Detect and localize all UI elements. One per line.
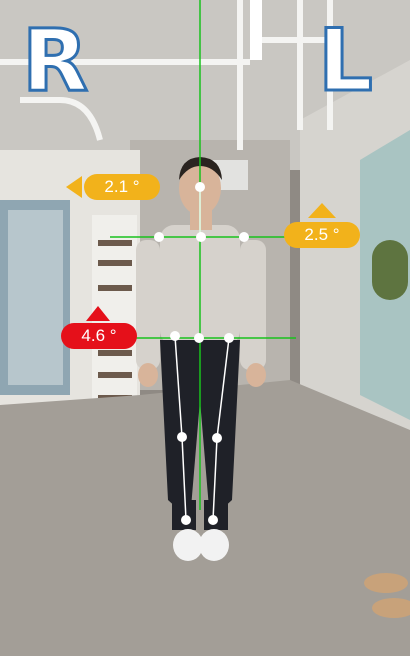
shoulder-tilt-badge: 2.5 ° bbox=[284, 222, 360, 248]
right-leg-line bbox=[174, 335, 187, 521]
landmark-right-shoulder bbox=[154, 232, 164, 242]
landmark-left-ankle bbox=[208, 515, 218, 525]
left-leg-line bbox=[212, 337, 230, 521]
landmark-right-ankle bbox=[181, 515, 191, 525]
arrow-left-icon bbox=[66, 176, 82, 198]
landmark-head bbox=[195, 182, 205, 192]
landmark-left-knee bbox=[212, 433, 222, 443]
head-tilt-badge: 2.1 ° bbox=[84, 174, 160, 200]
pelvis-tilt-badge: 4.6 ° bbox=[61, 323, 137, 349]
landmark-left-hip bbox=[224, 333, 234, 343]
landmark-left-shoulder bbox=[239, 232, 249, 242]
arrow-up-icon bbox=[308, 203, 336, 218]
landmark-right-knee bbox=[177, 432, 187, 442]
arrow-up-icon bbox=[86, 306, 110, 321]
landmark-pelvis-center bbox=[194, 333, 204, 343]
right-side-label: R bbox=[20, 11, 89, 111]
landmark-neck bbox=[196, 232, 206, 242]
left-side-label: L bbox=[317, 11, 375, 111]
landmark-right-hip bbox=[170, 331, 180, 341]
